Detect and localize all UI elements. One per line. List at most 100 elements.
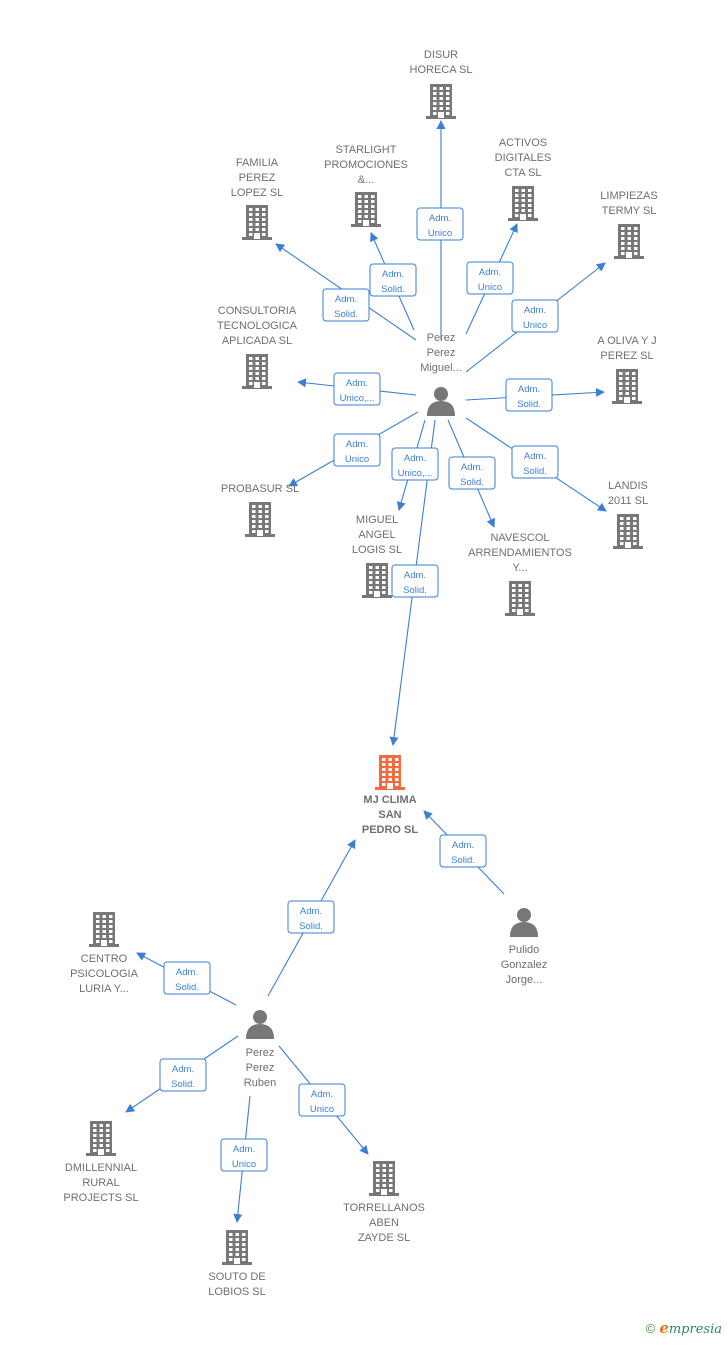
role-badge[interactable]: Adm.Solid. bbox=[159, 1058, 207, 1092]
node-label-line: Gonzalez bbox=[501, 959, 547, 971]
company-node-consultoria[interactable]: CONSULTORIA TECNOLOGICA APLICADA SL bbox=[217, 305, 298, 389]
brand-logo[interactable]: empresia bbox=[659, 1319, 722, 1337]
company-node-probasur[interactable]: PROBASUR SL bbox=[221, 483, 299, 537]
node-label-line: A OLIVA Y J bbox=[597, 335, 656, 347]
role-badge-text: Solid. bbox=[523, 466, 547, 477]
node-label-line: PEDRO SL bbox=[362, 824, 419, 836]
role-badge-text: Unico bbox=[428, 228, 452, 239]
building-icon bbox=[242, 354, 272, 389]
node-label-line: NAVESCOL bbox=[490, 532, 549, 544]
node-label-line: TECNOLOGICA bbox=[217, 320, 298, 332]
role-badge[interactable]: Adm.Solid. bbox=[439, 834, 487, 868]
node-label-line: TORRELLANOS bbox=[343, 1202, 425, 1214]
node-label-line: Miguel... bbox=[420, 362, 462, 374]
role-badge-text: Adm. bbox=[429, 213, 451, 224]
node-label-line: ZAYDE SL bbox=[358, 1232, 410, 1244]
node-label-line: Pulido bbox=[509, 944, 540, 956]
node-label-line: HORECA SL bbox=[410, 64, 473, 76]
role-badge[interactable]: Adm.Solid. bbox=[163, 961, 211, 995]
role-badge-text: Unico,... bbox=[340, 393, 375, 404]
building-icon bbox=[86, 1121, 116, 1156]
role-badge[interactable]: Adm.Unico bbox=[298, 1083, 346, 1117]
node-label-line: LANDIS bbox=[608, 480, 648, 492]
node-label-line: Y... bbox=[512, 562, 527, 574]
node-label-line: MIGUEL bbox=[356, 514, 398, 526]
person-node-pulido[interactable]: PulidoGonzalezJorge... bbox=[501, 908, 547, 986]
role-badge-text: Adm. bbox=[311, 1089, 333, 1100]
node-label-line: SAN bbox=[378, 809, 401, 821]
role-badge[interactable]: Adm.Solid. bbox=[511, 445, 559, 479]
role-badge-text: Solid. bbox=[451, 855, 475, 866]
building-icon bbox=[369, 1161, 399, 1196]
node-label-line: Jorge... bbox=[506, 974, 543, 986]
node-label-line: DMILLENNIAL bbox=[65, 1162, 137, 1174]
role-badge-text: Solid. bbox=[381, 284, 405, 295]
node-label-line: PSICOLOGIA bbox=[70, 968, 139, 980]
company-node-limpiezas[interactable]: LIMPIEZAS TERMY SL bbox=[600, 190, 658, 259]
node-label-line: CONSULTORIA bbox=[218, 305, 297, 317]
role-badge[interactable]: Adm. Unico,... bbox=[391, 447, 439, 481]
node-label-line: SOUTO DE bbox=[208, 1271, 265, 1283]
node-label-line: LIMPIEZAS bbox=[600, 190, 657, 202]
company-node-navescol[interactable]: NAVESCOLARRENDAMIENTOSY... bbox=[468, 532, 572, 616]
node-label-line: TERMY SL bbox=[602, 205, 657, 217]
role-badge-text: Adm. bbox=[404, 453, 426, 464]
role-badge[interactable]: Adm.Solid. bbox=[322, 288, 370, 322]
building-icon bbox=[351, 192, 381, 227]
role-badge-text: Solid. bbox=[403, 585, 427, 596]
person-icon bbox=[427, 387, 455, 416]
person-node-miguel[interactable]: PerezPerezMiguel... bbox=[420, 332, 462, 416]
node-label-line: DIGITALES bbox=[495, 152, 552, 164]
role-badge[interactable]: Adm.Solid. bbox=[505, 378, 553, 412]
role-badge-text: Unico bbox=[345, 454, 369, 465]
role-badge[interactable]: Adm.Solid. bbox=[287, 900, 335, 934]
role-badge[interactable]: Adm.Unico bbox=[220, 1138, 268, 1172]
node-label-line: DISUR bbox=[424, 49, 458, 61]
node-label-line: MJ CLIMA bbox=[363, 794, 416, 806]
node-label-line: LURIA Y... bbox=[79, 983, 129, 995]
role-badge[interactable]: Adm.Unico bbox=[511, 299, 559, 333]
role-badge-text: Solid. bbox=[517, 399, 541, 410]
role-badge[interactable]: Adm.Unico bbox=[466, 261, 514, 295]
building-icon bbox=[362, 563, 392, 598]
node-label-line: PEREZ bbox=[239, 172, 276, 184]
role-badge-text: Solid. bbox=[175, 982, 199, 993]
role-badge[interactable]: Adm. Solid. bbox=[391, 564, 439, 598]
node-label-line: PROJECTS SL bbox=[63, 1192, 138, 1204]
role-badge-text: Unico bbox=[478, 282, 502, 293]
building-icon bbox=[505, 581, 535, 616]
role-badge-text: Adm. bbox=[300, 906, 322, 917]
role-badge[interactable]: Adm.Unico,... bbox=[333, 372, 381, 406]
role-badge-text: Adm. bbox=[382, 269, 404, 280]
node-label-line: Ruben bbox=[244, 1077, 276, 1089]
role-badge-text: Adm. bbox=[346, 439, 368, 450]
role-badge[interactable]: Adm. Solid. bbox=[369, 263, 417, 297]
company-node-mjclima[interactable]: MJ CLIMA SAN PEDRO SL bbox=[362, 755, 419, 836]
role-badge-text: Adm. bbox=[404, 570, 426, 581]
node-label-line: PROBASUR SL bbox=[221, 483, 299, 495]
role-badge-text: Solid. bbox=[460, 477, 484, 488]
role-badge[interactable]: Adm. Unico bbox=[416, 207, 464, 241]
building-icon bbox=[89, 912, 119, 947]
role-badge-text: Adm. bbox=[335, 294, 357, 305]
footer-brand: ©empresia bbox=[646, 1319, 722, 1337]
role-badge-text: Unico,... bbox=[398, 468, 433, 479]
node-label-line: Perez bbox=[246, 1047, 275, 1059]
role-badge-text: Adm. bbox=[172, 1064, 194, 1075]
node-label-line: LOPEZ SL bbox=[231, 187, 284, 199]
node-label-line: APLICADA SL bbox=[222, 335, 292, 347]
role-badge[interactable]: Adm. Unico bbox=[333, 433, 381, 467]
company-node-starlight[interactable]: STARLIGHTPROMOCIONES&... bbox=[324, 144, 408, 227]
company-node-disur[interactable]: DISUR HORECA SL bbox=[410, 49, 473, 119]
role-badge[interactable]: Adm.Solid. bbox=[448, 456, 496, 490]
